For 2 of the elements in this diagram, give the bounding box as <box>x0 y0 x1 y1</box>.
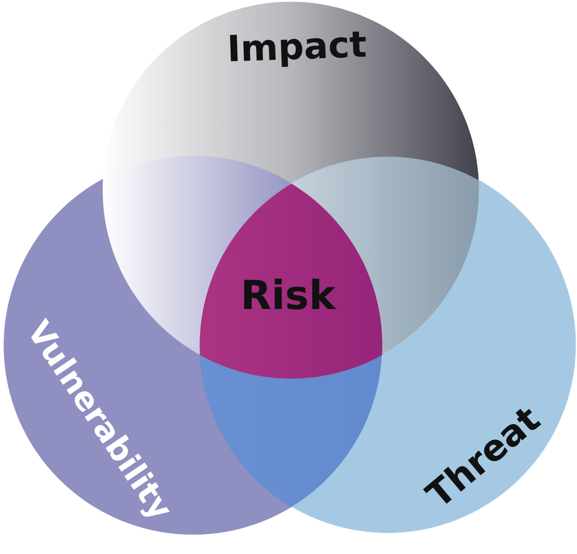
region-label: Impact <box>226 28 368 68</box>
region-label: Risk <box>240 276 336 316</box>
